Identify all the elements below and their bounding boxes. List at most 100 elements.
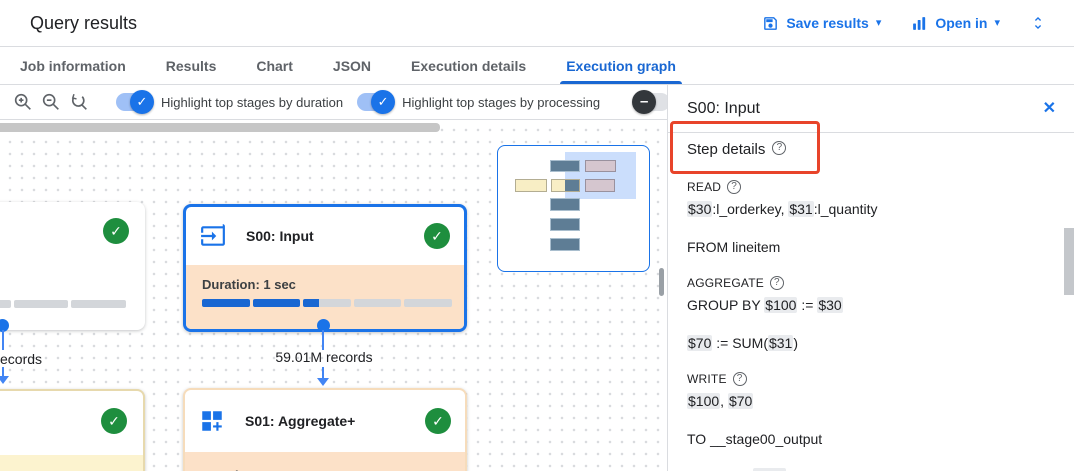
panel-scrollbar[interactable] bbox=[1064, 228, 1074, 295]
stage-duration-section: Duration: 1 sec bbox=[186, 265, 464, 329]
minimap-node bbox=[515, 179, 547, 192]
duration-label: Duration: 1 sec bbox=[202, 277, 296, 292]
stage-card-left[interactable]: ✓ bbox=[0, 202, 145, 330]
stage-processing-section bbox=[0, 455, 143, 471]
panel-header: S00: Input ✕ bbox=[668, 85, 1074, 133]
connector-line bbox=[2, 330, 4, 350]
stage-duration-section: Duration: bbox=[185, 452, 465, 471]
tab-results[interactable]: Results bbox=[165, 57, 217, 74]
panel-section: READ? $30:l_orderkey, $31:l_quantity bbox=[687, 180, 1044, 219]
panel-section-label: READ? bbox=[687, 180, 1044, 194]
help-icon[interactable]: ? bbox=[732, 372, 747, 386]
aggregate-icon bbox=[199, 408, 225, 434]
panel-section: $70 := SUM($31) bbox=[687, 334, 1044, 353]
panel-section: FROM lineitem bbox=[687, 239, 1044, 257]
open-in-button[interactable]: Open in ▾ bbox=[911, 15, 1000, 32]
panel-section-line: $70 := SUM($31) bbox=[687, 334, 799, 351]
minimap-node bbox=[551, 179, 580, 192]
step-details-heading-row: Step details ? bbox=[687, 141, 1044, 165]
tab-execution-graph[interactable]: Execution graph bbox=[560, 47, 682, 84]
processing-toggle[interactable]: ✓ bbox=[357, 90, 396, 114]
success-check-icon: ✓ bbox=[101, 408, 127, 434]
connector-line bbox=[322, 330, 324, 350]
header: Query results Save results ▾ Open in ▾ bbox=[0, 0, 1074, 47]
stage-title: S00: Input bbox=[246, 228, 314, 244]
minimap-node bbox=[550, 198, 580, 211]
minimap[interactable] bbox=[497, 145, 650, 272]
stage-card-header: S00: Input ✓ bbox=[186, 207, 464, 265]
stage-card-header: S01: Aggregate+ ✓ bbox=[185, 390, 465, 452]
expand-results-button[interactable] bbox=[1030, 15, 1046, 31]
panel-section-line: TO __stage00_output bbox=[687, 430, 823, 447]
input-icon bbox=[200, 223, 226, 249]
records-count-label: 59.01M records bbox=[275, 349, 373, 365]
panel-title: S00: Input bbox=[687, 99, 760, 117]
save-icon bbox=[762, 15, 779, 32]
minimap-node bbox=[550, 218, 580, 231]
chevron-down-icon: ▾ bbox=[994, 16, 1000, 29]
success-check-icon: ✓ bbox=[103, 218, 129, 244]
panel-body: Step details ? READ? $30:l_orderkey, $31:… bbox=[668, 133, 1074, 471]
stage-card-bottom-left[interactable]: ✓ bbox=[0, 389, 145, 471]
tab-chart[interactable]: Chart bbox=[256, 57, 293, 74]
execution-graph-canvas[interactable]: ✓ S00: Input ✓ Duration: 1 sec 59.01M re… bbox=[0, 120, 667, 471]
stage-card-s00-input[interactable]: S00: Input ✓ Duration: 1 sec bbox=[183, 204, 467, 332]
zoom-reset-button[interactable] bbox=[68, 89, 90, 115]
step-details-heading: Step details bbox=[687, 141, 766, 158]
panel-section: WRITE? $100, $70 bbox=[687, 372, 1044, 411]
horizontal-scrollbar[interactable] bbox=[0, 123, 440, 132]
panel-section-line: BY HASH($100) bbox=[687, 468, 1044, 471]
zoom-out-button[interactable] bbox=[40, 89, 62, 115]
processing-toggle-label: Highlight top stages by processing bbox=[402, 94, 601, 110]
stage-info-toggle[interactable]: – bbox=[632, 90, 667, 114]
panel-section-line: $30:l_orderkey, $31:l_quantity bbox=[687, 201, 878, 217]
duration-label: Duration: bbox=[201, 468, 449, 471]
step-details-panel: S00: Input ✕ Step details ? READ? $30:l_o… bbox=[667, 85, 1074, 471]
arrow-down-icon bbox=[0, 376, 9, 384]
zoom-in-button[interactable] bbox=[12, 89, 34, 115]
minus-icon: – bbox=[632, 90, 657, 114]
connector-dot bbox=[0, 319, 9, 332]
duration-progress-bar bbox=[202, 299, 452, 307]
connector-dot bbox=[317, 319, 330, 332]
chevron-down-icon: ▾ bbox=[875, 16, 882, 29]
minimap-node bbox=[585, 160, 616, 172]
graph-toolbar: ✓ Highlight top stages by duration ✓ Hig… bbox=[0, 85, 667, 120]
minimap-node bbox=[585, 179, 615, 192]
stage-card-s01-aggregate[interactable]: S01: Aggregate+ ✓ Duration: bbox=[183, 388, 467, 471]
duration-progress-bar bbox=[0, 300, 127, 308]
arrow-down-icon bbox=[317, 378, 329, 386]
chart-icon bbox=[911, 15, 928, 32]
panel-section-line: FROM lineitem bbox=[687, 238, 781, 255]
unfold-more-icon bbox=[1030, 15, 1046, 31]
records-count-label-partial: ecords bbox=[0, 351, 43, 367]
panel-section-line: GROUP BY $100 := $30 bbox=[687, 297, 843, 313]
save-results-button[interactable]: Save results ▾ bbox=[762, 15, 881, 32]
help-icon[interactable]: ? bbox=[772, 141, 787, 155]
panel-section: BY HASH($100) bbox=[687, 468, 1044, 471]
success-check-icon: ✓ bbox=[425, 408, 451, 434]
save-results-label: Save results bbox=[786, 15, 869, 31]
panel-section-line: $100, $70 bbox=[687, 393, 754, 409]
panel-section-label: AGGREGATE? bbox=[687, 276, 1044, 290]
help-icon[interactable]: ? bbox=[769, 276, 784, 290]
minimap-node bbox=[550, 238, 580, 251]
minimap-node-overlap bbox=[564, 180, 579, 191]
check-icon: ✓ bbox=[130, 90, 154, 114]
connector-line bbox=[322, 367, 324, 378]
panel-section: TO __stage00_output bbox=[687, 431, 1044, 449]
duration-toggle-label: Highlight top stages by duration bbox=[161, 94, 344, 110]
panel-section: AGGREGATE? GROUP BY $100 := $30 bbox=[687, 276, 1044, 315]
tab-job-information[interactable]: Job information bbox=[20, 57, 126, 74]
help-icon[interactable]: ? bbox=[727, 180, 742, 194]
connector-line bbox=[2, 367, 4, 376]
processing-toggle-group: ✓ Highlight top stages by processing bbox=[357, 90, 601, 114]
duration-toggle[interactable]: ✓ bbox=[116, 90, 154, 114]
graph-vertical-scrollbar[interactable] bbox=[659, 268, 664, 296]
tab-json[interactable]: JSON bbox=[332, 57, 372, 74]
tab-execution-details[interactable]: Execution details bbox=[411, 57, 527, 74]
header-actions: Save results ▾ Open in ▾ bbox=[762, 15, 1074, 32]
panel-section-label: WRITE? bbox=[687, 372, 1044, 386]
page-title: Query results bbox=[30, 12, 138, 33]
close-icon[interactable]: ✕ bbox=[1042, 99, 1056, 117]
